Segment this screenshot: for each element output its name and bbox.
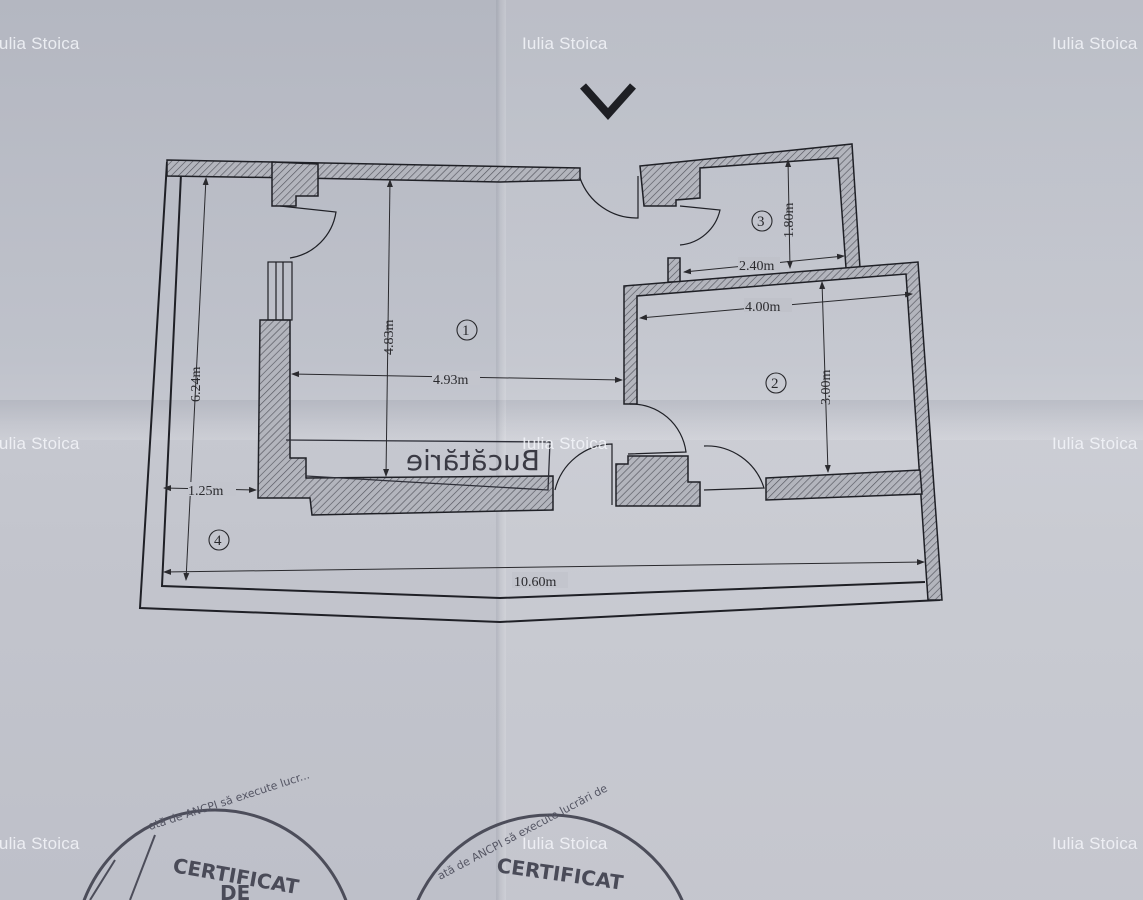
wall-top-left [166, 159, 581, 183]
dimension-4-93: 4.93m [433, 373, 469, 388]
dimension-10-60: 10.60m [514, 575, 557, 590]
watermark: Iulia Stoica [0, 834, 80, 853]
north-marker-icon [580, 83, 636, 121]
wall-room2-bottom [765, 469, 923, 501]
dimension-6-24: 6.24m [189, 367, 204, 403]
watermark: Iulia Stoica [522, 434, 608, 453]
door-entrance [579, 176, 639, 219]
door-room1-top [279, 205, 337, 259]
svg-text:1: 1 [462, 323, 470, 339]
watermark: Iulia Stoica [1052, 834, 1138, 853]
wall-pillar-center [615, 455, 701, 507]
window-room1 [267, 261, 293, 321]
wall-room3-stub [667, 257, 681, 283]
svg-text:3: 3 [757, 214, 765, 230]
watermark: Iulia Stoica [1052, 34, 1138, 53]
dimension-1-25: 1.25m [188, 484, 224, 499]
watermark: Iulia Stoica [522, 34, 608, 53]
svg-text:CERTIFICAT: CERTIFICAT [495, 853, 625, 895]
watermark: Iulia Stoica [0, 34, 80, 53]
dimension-2-40: 2.40m [739, 259, 775, 274]
svg-text:2: 2 [771, 376, 779, 392]
dimension-4-83: 4.83m [382, 320, 397, 356]
watermark: Iulia Stoica [1052, 434, 1138, 453]
svg-text:DE: DE [220, 881, 250, 900]
dimension-4-00: 4.00m [745, 300, 781, 315]
room-number-1: 1 [456, 319, 478, 341]
svg-text:ată de ANCPI să execute lucr..: ată de ANCPI să execute lucr... [147, 768, 311, 832]
wall-room1-lower [257, 319, 554, 516]
dimension-3-00: 3.00m [819, 370, 834, 406]
paper-fold-vertical [496, 0, 506, 900]
watermark: Iulia Stoica [522, 834, 608, 853]
door-room3 [679, 205, 721, 246]
door-room1-bottom [554, 443, 613, 505]
room-number-2: 2 [765, 372, 787, 394]
dimension-1-80: 1.80m [782, 203, 797, 239]
wall-room3 [639, 143, 861, 269]
handwritten-box [285, 439, 551, 491]
wall-pillar-top [271, 161, 319, 207]
svg-text:4: 4 [214, 533, 222, 549]
stamp-left: ată de ANCPI să execute lucr... CERTIFIC… [82, 768, 348, 900]
outer-boundary [138, 161, 941, 624]
watermark: Iulia Stoica [0, 434, 80, 453]
room-number-4: 4 [208, 529, 230, 551]
door-room2-bottom [703, 445, 765, 491]
wall-room2-outer [623, 261, 943, 601]
handwritten-label: Bucătărie [406, 444, 540, 477]
door-room2-left [627, 403, 687, 455]
room-number-3: 3 [751, 210, 773, 232]
